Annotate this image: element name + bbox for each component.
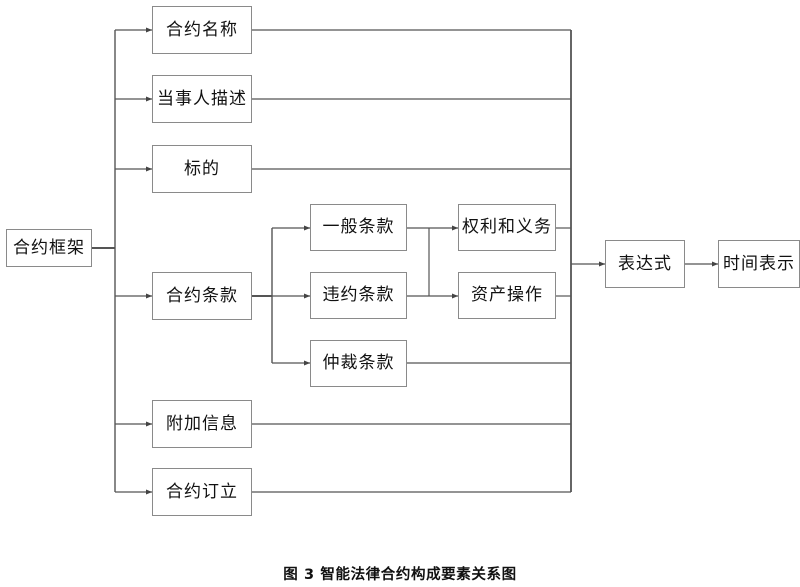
node-contract-terms[interactable]: 合约条款 xyxy=(152,272,252,320)
node-time-representation[interactable]: 时间表示 xyxy=(718,240,800,288)
node-additional-info[interactable]: 附加信息 xyxy=(152,400,252,448)
node-contract-name[interactable]: 合约名称 xyxy=(152,6,252,54)
node-rights-and-obligations[interactable]: 权利和义务 xyxy=(458,204,556,251)
node-party-description[interactable]: 当事人描述 xyxy=(152,75,252,123)
node-contract-framework[interactable]: 合约框架 xyxy=(6,229,92,267)
node-contract-conclusion[interactable]: 合约订立 xyxy=(152,468,252,516)
node-asset-operation[interactable]: 资产操作 xyxy=(458,272,556,319)
figure-caption: 图 3 智能法律合约构成要素关系图 xyxy=(283,567,517,583)
node-subject-matter[interactable]: 标的 xyxy=(152,145,252,193)
node-breach-clause[interactable]: 违约条款 xyxy=(310,272,407,319)
node-expression[interactable]: 表达式 xyxy=(605,240,685,288)
node-general-clause[interactable]: 一般条款 xyxy=(310,204,407,251)
node-arbitration-clause[interactable]: 仲裁条款 xyxy=(310,340,407,387)
